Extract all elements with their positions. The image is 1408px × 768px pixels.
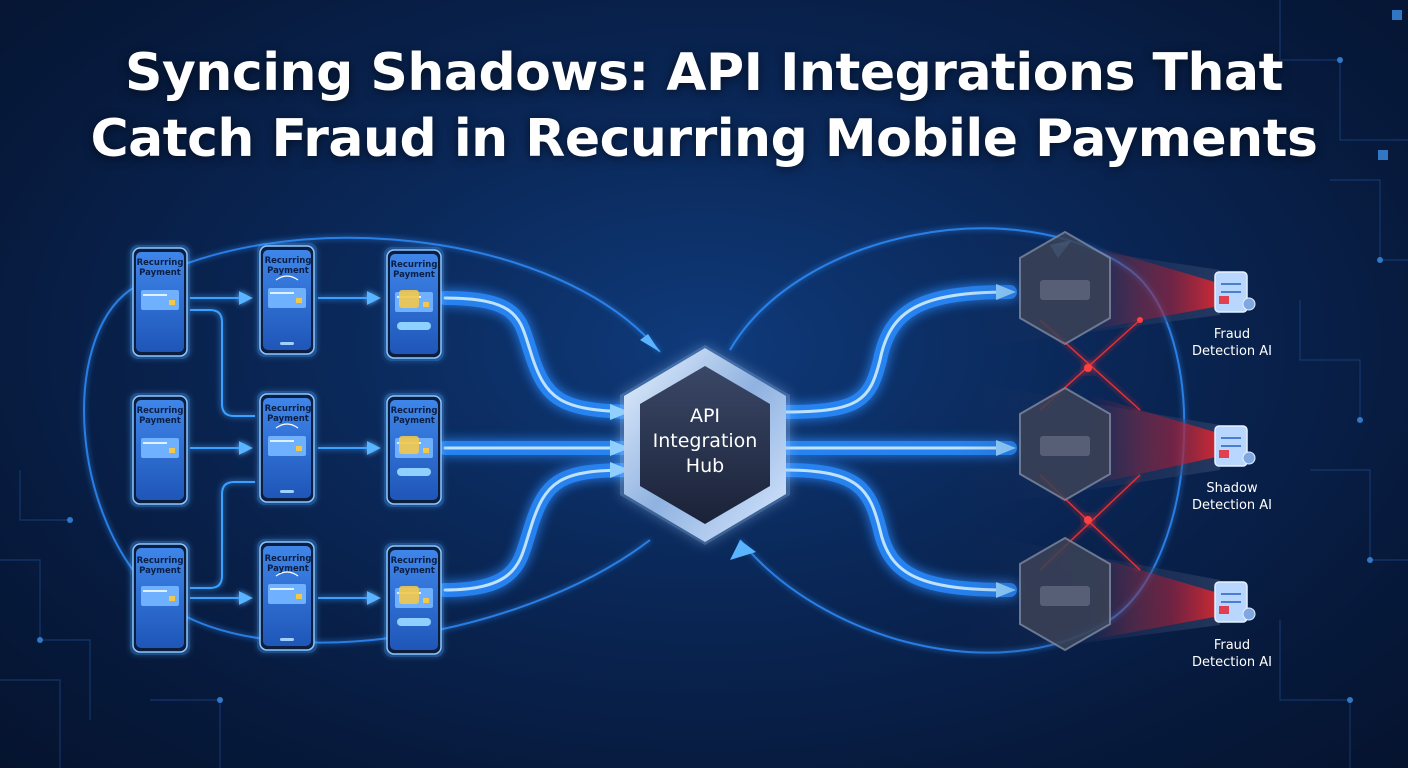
detector-label-line-2: Detection AI <box>1191 344 1272 359</box>
circuit-nodes <box>37 10 1402 703</box>
shadow-hexagon <box>1019 536 1111 652</box>
phone-title-line-2: Payment <box>267 564 309 574</box>
phone-title-line-1: Recurring <box>136 406 184 416</box>
phone-title-line-1: Recurring <box>390 406 438 416</box>
detector-label-line-1: Shadow <box>1206 481 1258 496</box>
detector-label-line-2: Detection AI <box>1191 498 1272 513</box>
phone-title-line-2: Payment <box>139 566 181 576</box>
phone-mockup <box>384 393 444 507</box>
alert-node-icon <box>1084 364 1092 372</box>
phone-mockup <box>384 247 444 361</box>
phone-title-line-1: Recurring <box>136 556 184 566</box>
sync-icon <box>399 436 419 454</box>
phone-mockup <box>257 539 317 653</box>
fraud-ai-icon <box>1214 581 1256 623</box>
detector-label-line-2: Detection AI <box>1191 655 1272 670</box>
shadow-ai-icon <box>1214 425 1256 467</box>
phone-title-line-1: Recurring <box>264 404 312 414</box>
hub-label-line-1: API <box>689 405 721 427</box>
detector-label-line-1: Fraud <box>1213 327 1251 342</box>
detector-label-line-1: Fraud <box>1213 638 1251 653</box>
phone-title-line-1: Recurring <box>390 556 438 566</box>
phone-mockup <box>384 543 444 657</box>
phone-title-line-1: Recurring <box>264 554 312 564</box>
phone-connectors <box>190 291 381 605</box>
phone-title-line-2: Payment <box>139 416 181 426</box>
page-title: Syncing Shadows: API Integrations That C… <box>0 40 1408 172</box>
sync-icon <box>399 290 419 308</box>
phone-title-line-1: Recurring <box>390 260 438 270</box>
detector-label: Shadow Detection AI <box>1172 480 1292 514</box>
sync-icon <box>399 586 419 604</box>
phone-mockup <box>257 391 317 505</box>
alert-node-icon <box>1137 317 1143 323</box>
refresh-icon <box>275 275 299 281</box>
orbit-arrow-icon <box>730 540 756 560</box>
phone-title-line-2: Payment <box>393 270 435 280</box>
title-line-1: Syncing Shadows: API Integrations That <box>125 43 1283 103</box>
phone-title-line-1: Recurring <box>264 256 312 266</box>
shadow-hexagon <box>1019 386 1111 502</box>
phone-title-line-2: Payment <box>393 416 435 426</box>
phone-mockup <box>130 393 190 507</box>
hub-label-line-2: Integration <box>652 430 758 452</box>
phone-title-line-2: Payment <box>267 266 309 276</box>
orbit-arrow-icon <box>640 334 660 352</box>
phone-title-line-2: Payment <box>267 414 309 424</box>
shadow-hexagon <box>1019 230 1111 346</box>
phone-title-line-2: Payment <box>393 566 435 576</box>
phone-title-line-2: Payment <box>139 268 181 278</box>
alert-node-icon <box>1084 516 1092 524</box>
api-hub <box>620 345 790 545</box>
fraud-ai-icon <box>1214 271 1256 313</box>
inbound-flows <box>438 291 637 597</box>
refresh-icon <box>275 423 299 429</box>
phone-mockup <box>257 243 317 357</box>
phone-title-line-1: Recurring <box>136 258 184 268</box>
title-line-2: Catch Fraud in Recurring Mobile Payments <box>90 109 1318 169</box>
refresh-icon <box>275 571 299 577</box>
phone-mockup <box>130 245 190 359</box>
hub-label: API Integration Hub <box>622 404 788 479</box>
detector-label: Fraud Detection AI <box>1172 326 1292 360</box>
hub-label-line-3: Hub <box>685 455 725 477</box>
phone-mockup <box>130 541 190 655</box>
phone-grid <box>130 243 444 657</box>
detector-label: Fraud Detection AI <box>1172 637 1292 671</box>
